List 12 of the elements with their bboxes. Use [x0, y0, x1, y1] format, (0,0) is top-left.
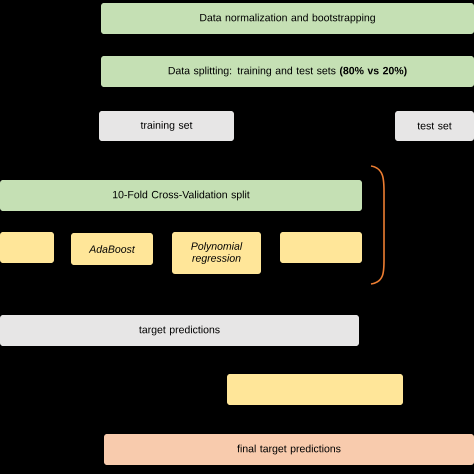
- data-box: training set: [99, 111, 234, 141]
- model-box: AdaBoost: [71, 233, 153, 265]
- process-bar: 10-Fold Cross-Validation split: [0, 180, 362, 211]
- model-box: Polynomial regression: [172, 232, 261, 274]
- model-box: [227, 374, 403, 405]
- process-bar: Data normalization and bootstrapping: [101, 3, 474, 34]
- result-bar: target predictions: [0, 315, 359, 346]
- data-box: test set: [395, 111, 474, 141]
- process-bar: Data splitting: training and test sets (80% vs 20%): [101, 56, 474, 87]
- model-box: [280, 232, 362, 263]
- result-bar: final target predictions: [104, 434, 474, 465]
- model-box: [0, 232, 54, 263]
